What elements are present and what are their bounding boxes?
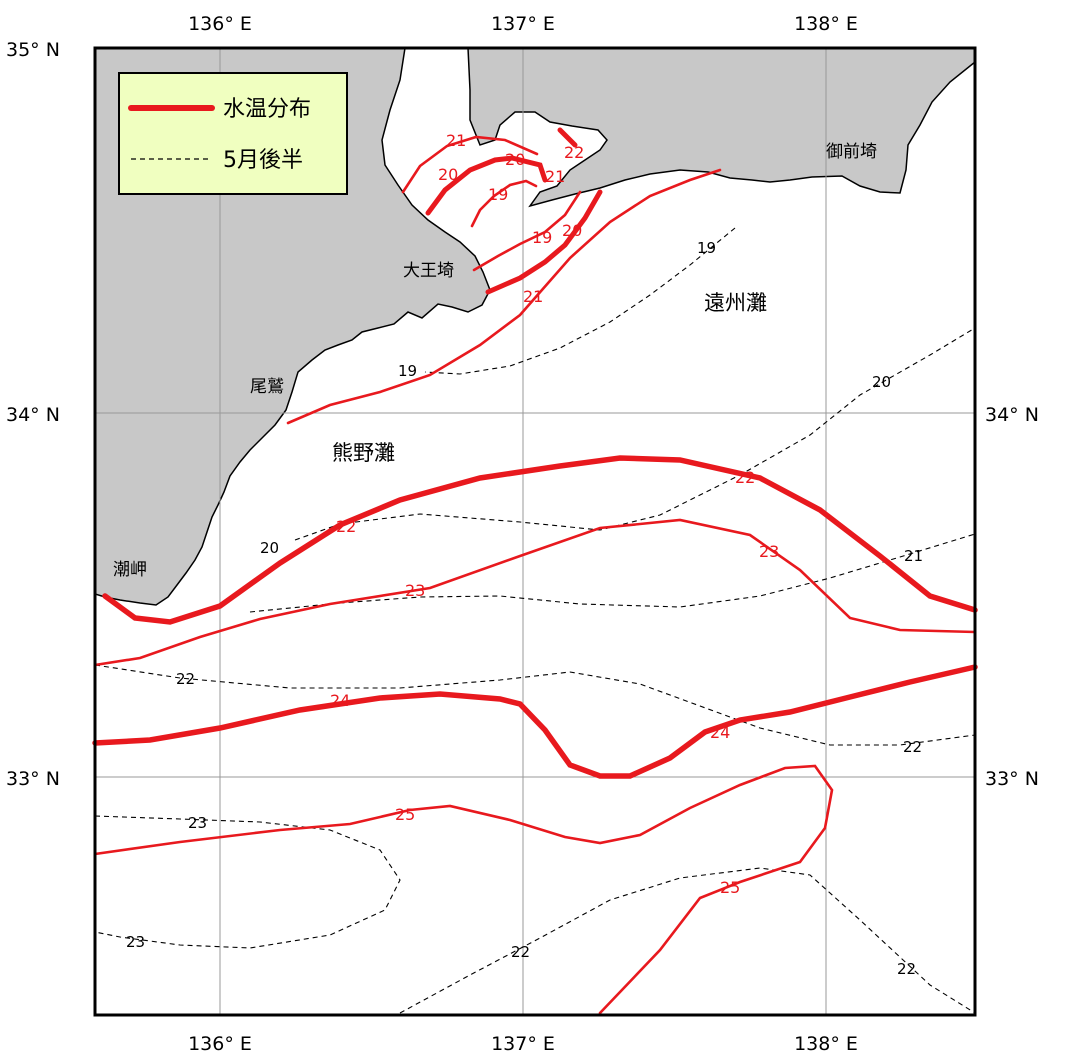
lon-label-top-138: 138° E [794,13,858,35]
lon-label-bottom-136: 136° E [188,1033,252,1055]
label-prev-23-north: 23 [188,814,207,832]
isotherm-19-mouth [472,190,582,272]
label-prev-23-south: 23 [126,933,145,951]
label-current-25-south: 25 [720,878,740,897]
isotherm-19-bay [470,179,538,228]
graticule [95,48,975,1015]
label-current-21-mouth: 21 [545,167,565,186]
label-current-21-bay: 21 [446,131,466,150]
place-kumanonada: 熊野灘 [332,441,395,465]
isotherm-22 [102,455,978,625]
label-current-21-south: 21 [523,287,543,306]
lon-label-bottom-138: 138° E [794,1033,858,1055]
previous-isotherms [94,227,976,1014]
label-current-22-west: 22 [336,517,356,536]
place-names: 御前埼 大王埼 遠州灘 尾鷲 熊野灘 潮岬 [113,142,877,580]
isotherm-24 [92,664,978,779]
label-prev-20-west: 20 [260,539,279,557]
lon-label-top-137: 137° E [491,13,555,35]
place-shionomisaki: 潮岬 [113,560,147,580]
lat-label-left-35: 35° N [6,39,60,61]
place-owase: 尾鷲 [250,377,284,397]
label-current-19-mouth: 19 [532,228,552,247]
label-prev-22-west: 22 [176,670,195,688]
legend: 水温分布 5月後半 [118,72,348,195]
map-frame [93,46,977,1017]
isotherm-20-mouth [485,189,603,295]
label-current-22-east: 22 [735,468,755,487]
label-current-24-east: 24 [710,723,730,742]
lat-label-left-34: 34° N [6,404,60,426]
label-current-20-mouth: 20 [505,150,525,169]
current-isotherm-labels: 21 20 19 20 22 21 19 20 21 22 22 23 23 2… [330,131,779,897]
label-current-23-east: 23 [759,542,779,561]
label-current-24-west: 24 [330,691,350,710]
label-current-25-west: 25 [395,805,415,824]
place-enshunada: 遠州灘 [704,291,767,315]
label-prev-22-se: 22 [897,960,916,978]
previous-isotherm-labels: 19 19 20 20 21 22 22 23 23 22 22 [126,239,923,978]
isotherm-20-bay [425,155,548,216]
land-atsumi-enshu [467,47,976,208]
label-prev-21-east: 21 [904,547,923,565]
lon-label-top-136: 136° E [188,13,252,35]
legend-current-label: 水温分布 [223,97,311,122]
lat-label-left-33: 33° N [6,768,60,790]
place-omaezaki: 御前埼 [826,142,877,162]
isotherm-23 [93,518,977,667]
isotherm-21-bay [401,135,539,194]
isotherm-21-coast [286,168,722,425]
label-current-22-mouth: 22 [564,143,584,162]
axis-labels: 136° E 137° E 138° E 136° E 137° E 138° … [6,13,1039,1055]
isotherm-22-mouth [557,127,578,148]
isotherm-25 [93,764,834,1015]
legend-box [118,72,348,195]
label-prev-22-south: 22 [511,943,530,961]
label-prev-19-north: 19 [697,239,716,257]
lon-label-bottom-137: 137° E [491,1033,555,1055]
lat-label-right-34: 34° N [985,404,1039,426]
label-current-20-bay: 20 [438,165,458,184]
lat-label-right-33: 33° N [985,768,1039,790]
label-prev-20-east: 20 [872,373,891,391]
label-prev-19-coast: 19 [398,362,417,380]
legend-previous-label: 5月後半 [223,148,303,173]
label-prev-22-east: 22 [903,738,922,756]
current-isotherms [92,127,978,1015]
place-daiozaki: 大王埼 [403,261,454,281]
label-current-19-bay: 19 [488,185,508,204]
label-current-23-west: 23 [405,581,425,600]
label-current-20-mouth2: 20 [562,221,582,240]
